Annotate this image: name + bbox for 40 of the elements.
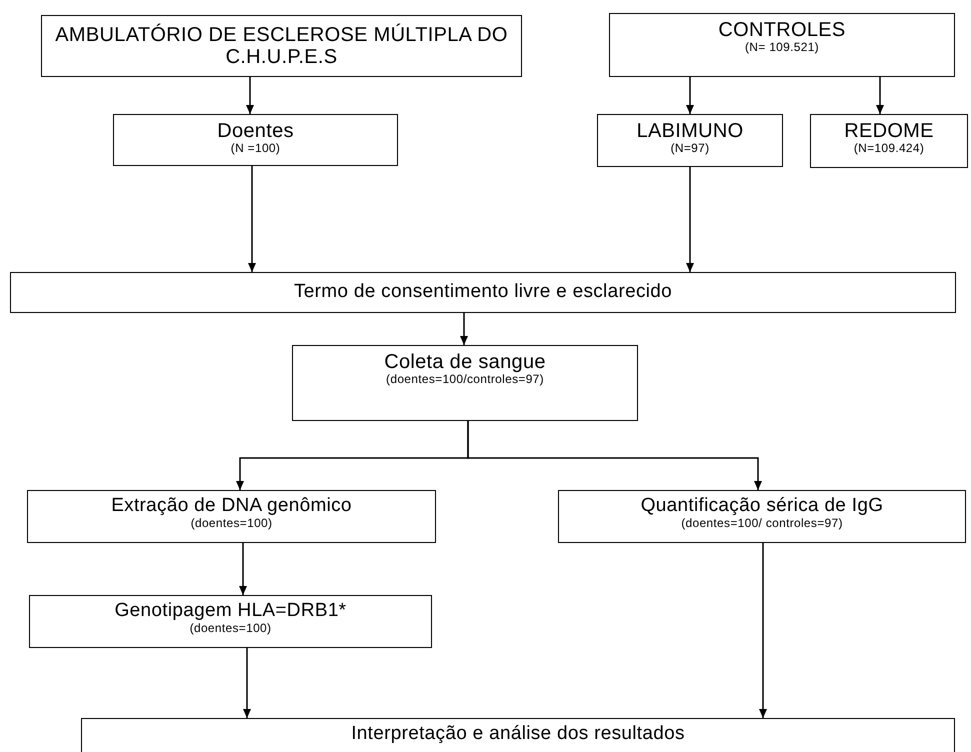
process-box <box>597 114 783 167</box>
arrow <box>243 648 251 718</box>
arrow <box>686 77 694 114</box>
box-title: Genotipagem HLA=DRB1* <box>114 601 346 622</box>
box-title: Doentes <box>217 120 294 142</box>
arrow <box>467 421 762 490</box>
box-title: CONTROLES <box>718 19 846 41</box>
process-box <box>29 595 432 648</box>
arrow <box>686 167 694 272</box>
box-count: (doentes=100) <box>190 516 272 531</box>
box-title: Quantificação sérica de IgG <box>640 496 884 517</box>
process-box <box>27 490 436 543</box>
box-title: AMBULATÓRIO DE ESCLEROSE MÚLTIPLA DO C.H.U.P.E.S <box>54 24 509 68</box>
box-count: (N=97) <box>670 142 710 156</box>
process-box <box>558 490 966 543</box>
box-count: (doentes=100/controles=97) <box>386 373 544 387</box>
box-title: LABIMUNO <box>636 120 744 142</box>
process-box <box>41 15 522 77</box>
arrow <box>759 543 767 718</box>
process-box <box>609 13 955 77</box>
box-title: Extração de DNA genômico <box>111 496 352 517</box>
arrow <box>246 77 254 114</box>
process-box <box>810 114 968 168</box>
box-count: (doentes=100) <box>190 622 272 636</box>
process-box <box>81 718 955 752</box>
process-box <box>113 114 398 166</box>
box-count: (N =100) <box>230 142 280 156</box>
arrow <box>460 313 468 345</box>
box-title: Termo de consentimento livre e esclarecido <box>294 282 672 303</box>
arrow <box>239 543 247 595</box>
box-title: Interpretação e análise dos resultados <box>351 724 685 745</box>
box-count: (doentes=100/ controles=97) <box>681 516 843 531</box>
box-title: REDOME <box>844 120 934 142</box>
box-title: Coleta de sangue <box>384 351 546 373</box>
arrow <box>876 77 884 114</box>
process-box <box>10 272 956 313</box>
box-count: (N= 109.521) <box>745 41 819 55</box>
arrow <box>248 166 256 272</box>
process-box <box>292 345 638 421</box>
box-count: (N=109.424) <box>854 142 924 156</box>
